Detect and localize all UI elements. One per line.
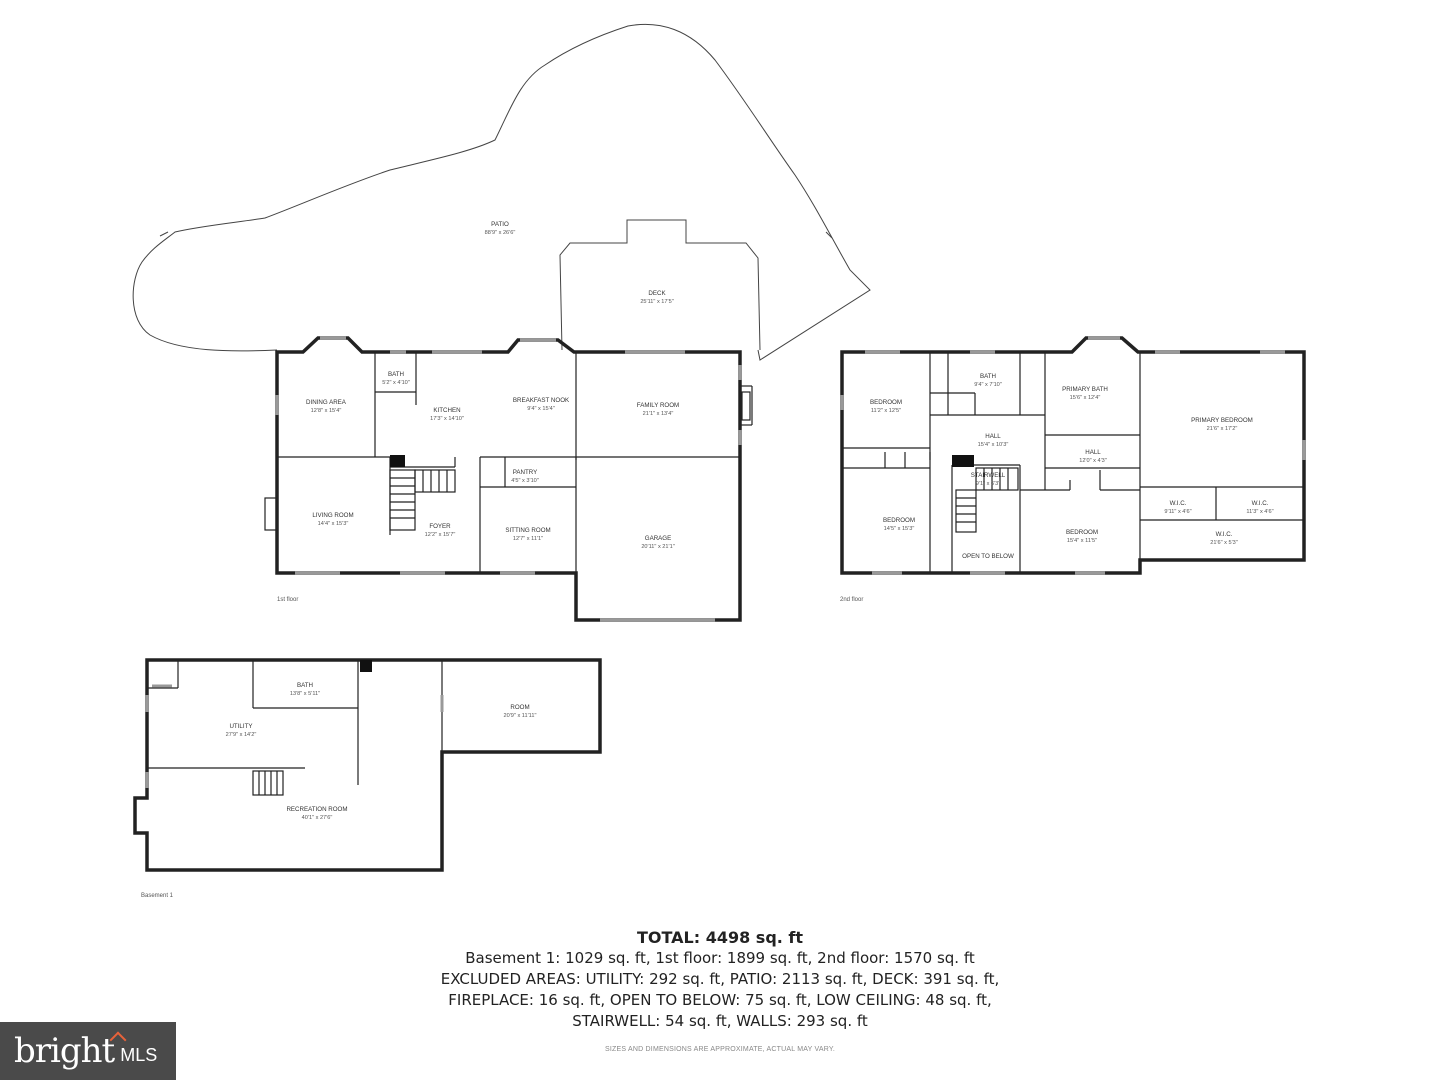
second-floor-walls	[840, 336, 1306, 575]
primary-bath-name: PRIMARY BATH	[1062, 386, 1108, 393]
bath1-dim: 5'2" x 4'10"	[382, 380, 410, 386]
bedroom3-dim: 15'4" x 11'5"	[1067, 538, 1097, 544]
garage-name: GARAGE	[645, 535, 671, 542]
basement-windows	[145, 684, 444, 788]
wic2-name: W.I.C.	[1252, 500, 1269, 507]
first-floor-plan: DINING AREA 12'8" x 15'4" BATH 5'2" x 4'…	[132, 23, 871, 622]
primary-bedroom-name: PRIMARY BEDROOM	[1191, 417, 1253, 424]
second-floor-plan: BEDROOM 11'2" x 12'5" BATH 9'4" x 7'10" …	[840, 336, 1306, 603]
second-floor-stairs	[955, 467, 1019, 533]
basement-column	[360, 660, 372, 672]
utility-dim: 27'9" x 14'2"	[226, 732, 257, 738]
stairwell-name: STAIRWELL	[971, 472, 1006, 479]
second-floor-windows	[840, 336, 1306, 575]
hall2-dim: 12'0" x 4'3"	[1079, 458, 1107, 464]
excluded-areas-line-1: EXCLUDED AREAS: UTILITY: 292 sq. ft, PAT…	[440, 970, 1000, 988]
bedroom3-name: BEDROOM	[1066, 529, 1098, 536]
family-room-dim: 21'1" x 13'4"	[643, 411, 674, 417]
wic2-dim: 11'3" x 4'6"	[1246, 509, 1273, 515]
basement-interior-walls	[147, 660, 443, 785]
living-fireplace	[264, 497, 278, 531]
hall2-name: HALL	[1085, 449, 1101, 456]
foyer-dim: 12'2" x 15'7"	[425, 532, 456, 538]
patio-outline	[132, 23, 871, 361]
bath2-name: BATH	[980, 373, 996, 380]
wic3-dim: 21'6" x 5'3"	[1210, 540, 1238, 546]
basement-room-dim: 20'9" x 11'11"	[504, 713, 537, 719]
second-floor-column	[952, 455, 974, 467]
living-room-name: LIVING ROOM	[312, 512, 353, 519]
deck-dim: 25'11" x 17'5"	[640, 299, 673, 305]
patio-name: PATIO	[491, 221, 509, 228]
bedroom2-name: BEDROOM	[883, 517, 915, 524]
garage-dim: 20'11" x 21'1"	[641, 544, 674, 550]
breakfast-nook-dim: 9'4" x 15'4"	[527, 406, 555, 412]
pantry-dim: 4'5" x 3'10"	[511, 478, 539, 484]
deck-name: DECK	[648, 290, 666, 297]
basement-bath-name: BATH	[297, 682, 313, 689]
basement-walls	[133, 658, 602, 872]
recreation-room-name: RECREATION ROOM	[286, 806, 347, 813]
hall1-dim: 15'4" x 10'3"	[978, 442, 1009, 448]
basement-room-name: ROOM	[510, 704, 529, 711]
utility-name: UTILITY	[229, 723, 252, 730]
sitting-room-name: SITTING ROOM	[505, 527, 550, 534]
primary-bath-dim: 15'6" x 12'4"	[1070, 395, 1101, 401]
basement-bath-dim: 13'8" x 5'11"	[290, 691, 320, 697]
wic1-dim: 9'11" x 4'6"	[1164, 509, 1191, 515]
wic1-name: W.I.C.	[1170, 500, 1187, 507]
total-area: TOTAL: 4498 sq. ft	[636, 928, 804, 947]
patio-dim: 88'9" x 26'6"	[485, 230, 516, 236]
first-floor-label: 1st floor	[277, 597, 298, 603]
primary-bedroom-dim: 21'6" x 17'2"	[1207, 426, 1238, 432]
logo-suffix: MLS	[120, 1044, 158, 1065]
dining-area-dim: 12'8" x 15'4"	[311, 408, 342, 414]
basement-stairs	[252, 770, 284, 796]
basement-label: Basement 1	[141, 893, 174, 899]
stairwell-dim: 9'1" x 6'3"	[976, 481, 1000, 487]
living-room-dim: 14'4" x 15'3"	[318, 521, 349, 527]
bedroom1-name: BEDROOM	[870, 399, 902, 406]
bath2-dim: 9'4" x 7'10"	[974, 382, 1002, 388]
pantry-name: PANTRY	[513, 469, 538, 476]
first-floor-interior-walls	[277, 352, 753, 620]
open-to-below-name: OPEN TO BELOW	[962, 553, 1014, 560]
excluded-areas-line-3: STAIRWELL: 54 sq. ft, WALLS: 293 sq. ft	[572, 1012, 868, 1030]
breakfast-nook-name: BREAKFAST NOOK	[513, 397, 570, 404]
kitchen-dim: 17'3" x 14'10"	[430, 416, 464, 422]
kitchen-name: KITCHEN	[433, 407, 460, 414]
dining-area-name: DINING AREA	[306, 399, 347, 406]
second-floor-interior-walls	[842, 352, 1304, 573]
basement-plan: BATH 13'8" x 5'11" UTILITY 27'9" x 14'2"…	[133, 658, 602, 899]
deck-outline	[559, 219, 761, 351]
foyer-name: FOYER	[429, 523, 451, 530]
bedroom2-dim: 14'5" x 15'3"	[884, 526, 915, 532]
first-floor-stairs	[389, 469, 456, 531]
first-floor-column	[390, 455, 405, 467]
hall1-name: HALL	[985, 433, 1001, 440]
disclaimer-text: SIZES AND DIMENSIONS ARE APPROXIMATE, AC…	[605, 1046, 835, 1053]
logo-word: bright	[14, 1031, 115, 1071]
family-room-name: FAMILY ROOM	[637, 402, 679, 409]
floor-areas-line: Basement 1: 1029 sq. ft, 1st floor: 1899…	[465, 949, 975, 967]
wic3-name: W.I.C.	[1216, 531, 1233, 538]
area-summary: TOTAL: 4498 sq. ft Basement 1: 1029 sq. …	[360, 928, 1080, 1032]
bath1-name: BATH	[388, 371, 404, 378]
sitting-room-dim: 12'7" x 11'1"	[513, 536, 543, 542]
bedroom1-dim: 11'2" x 12'5"	[871, 408, 901, 414]
first-floor-walls	[275, 336, 742, 622]
first-floor-windows	[275, 336, 742, 622]
recreation-room-dim: 40'1" x 27'6"	[302, 815, 333, 821]
second-floor-label: 2nd floor	[840, 597, 863, 603]
bright-mls-logo: bright MLS	[0, 1022, 176, 1080]
excluded-areas-line-2: FIREPLACE: 16 sq. ft, OPEN TO BELOW: 75 …	[448, 991, 992, 1009]
